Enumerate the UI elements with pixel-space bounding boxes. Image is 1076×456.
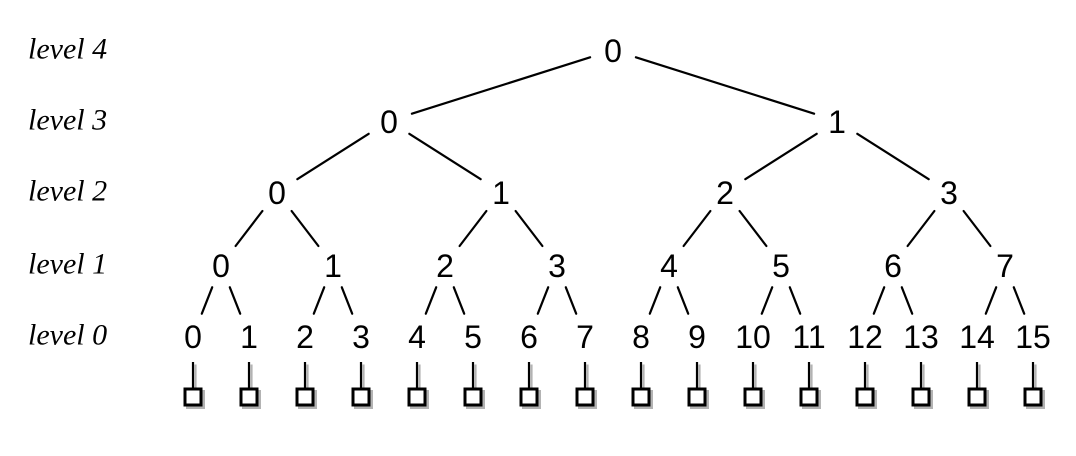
leaf-box [183, 387, 203, 407]
tree-node-level-0-13: 13 [903, 319, 939, 355]
tree-edge [648, 286, 662, 315]
tree-edge [228, 286, 242, 315]
tree-edge [564, 286, 578, 315]
tree-edge [536, 286, 550, 315]
tree-edge [634, 56, 816, 115]
leaf-box [743, 387, 763, 407]
tree-edge [872, 286, 886, 315]
tree-edge [340, 286, 354, 315]
tree-edge [296, 132, 370, 181]
leaf-box [967, 387, 987, 407]
tree-edge [962, 209, 992, 248]
tree-node-level-0-9: 9 [688, 319, 706, 355]
tree-node-level-3-0: 0 [380, 104, 398, 140]
tree-edge [408, 132, 482, 181]
tree-node-level-1-4: 4 [660, 248, 678, 284]
tree-node-level-0-8: 8 [632, 319, 650, 355]
tree-edge [290, 209, 320, 248]
tree-node-level-0-1: 1 [240, 319, 258, 355]
tree-edge [312, 286, 326, 315]
tree-node-level-1-2: 2 [436, 248, 454, 284]
tree-node-level-1-5: 5 [772, 248, 790, 284]
tree-node-level-3-1: 1 [828, 104, 846, 140]
tree-edge [424, 286, 438, 315]
tree-edge [906, 209, 936, 248]
tree-edge [856, 132, 930, 181]
tree-edge [900, 286, 914, 315]
tree-node-level-0-3: 3 [352, 319, 370, 355]
tree-node-level-0-10: 10 [735, 319, 771, 355]
level-label-4: level 4 [28, 32, 108, 66]
tree-node-level-0-15: 15 [1015, 319, 1051, 355]
level-label-3: level 3 [28, 103, 108, 137]
tree-node-level-1-6: 6 [884, 248, 902, 284]
leaf-box [911, 387, 931, 407]
leaf-box [631, 387, 651, 407]
tree-node-level-0-12: 12 [847, 319, 883, 355]
tree-node-level-0-0: 0 [184, 319, 202, 355]
tree-edge [234, 209, 264, 248]
tree-node-level-0-4: 4 [408, 319, 426, 355]
leaf-box [799, 387, 819, 407]
tree-node-level-2-3: 3 [940, 175, 958, 211]
tree-node-level-1-1: 1 [324, 248, 342, 284]
tree-node-level-0-6: 6 [520, 319, 538, 355]
tree-edge [738, 209, 768, 248]
leaf-box [855, 387, 875, 407]
level-label-1: level 1 [28, 247, 108, 281]
leaf-box [575, 387, 595, 407]
tree-edge [760, 286, 774, 315]
tree-edge [452, 286, 466, 315]
leaf-box [687, 387, 707, 407]
tree-node-level-1-7: 7 [996, 248, 1014, 284]
tree-edge [744, 132, 818, 181]
leaf-box [519, 387, 539, 407]
tree-node-level-0-14: 14 [959, 319, 995, 355]
level-label-2: level 2 [28, 174, 108, 208]
leaf-box [463, 387, 483, 407]
leaf-box [351, 387, 371, 407]
tree-node-level-0-11: 11 [792, 319, 825, 355]
tree-node-level-2-0: 0 [268, 175, 286, 211]
leaf-box [239, 387, 259, 407]
tree-edge [200, 286, 214, 315]
tree-node-level-4-0: 0 [604, 33, 622, 69]
tree-node-level-0-7: 7 [576, 319, 594, 355]
tree-edge [788, 286, 802, 315]
tree-edge [1012, 286, 1026, 315]
leaf-box [407, 387, 427, 407]
level-label-0: level 0 [28, 318, 108, 352]
tree-node-level-2-1: 1 [492, 175, 510, 211]
tree-node-level-0-2: 2 [296, 319, 314, 355]
tree-edge [458, 209, 488, 248]
tree-node-level-1-3: 3 [548, 248, 566, 284]
tree-node-level-2-2: 2 [716, 175, 734, 211]
tree-node-level-1-0: 0 [212, 248, 230, 284]
tree-edge [410, 56, 592, 115]
tree-edge [514, 209, 544, 248]
tree-edge [984, 286, 998, 315]
tree-edge [676, 286, 690, 315]
leaf-box [1023, 387, 1043, 407]
tree-edge [682, 209, 712, 248]
tree-node-level-0-5: 5 [464, 319, 482, 355]
leaf-box [295, 387, 315, 407]
